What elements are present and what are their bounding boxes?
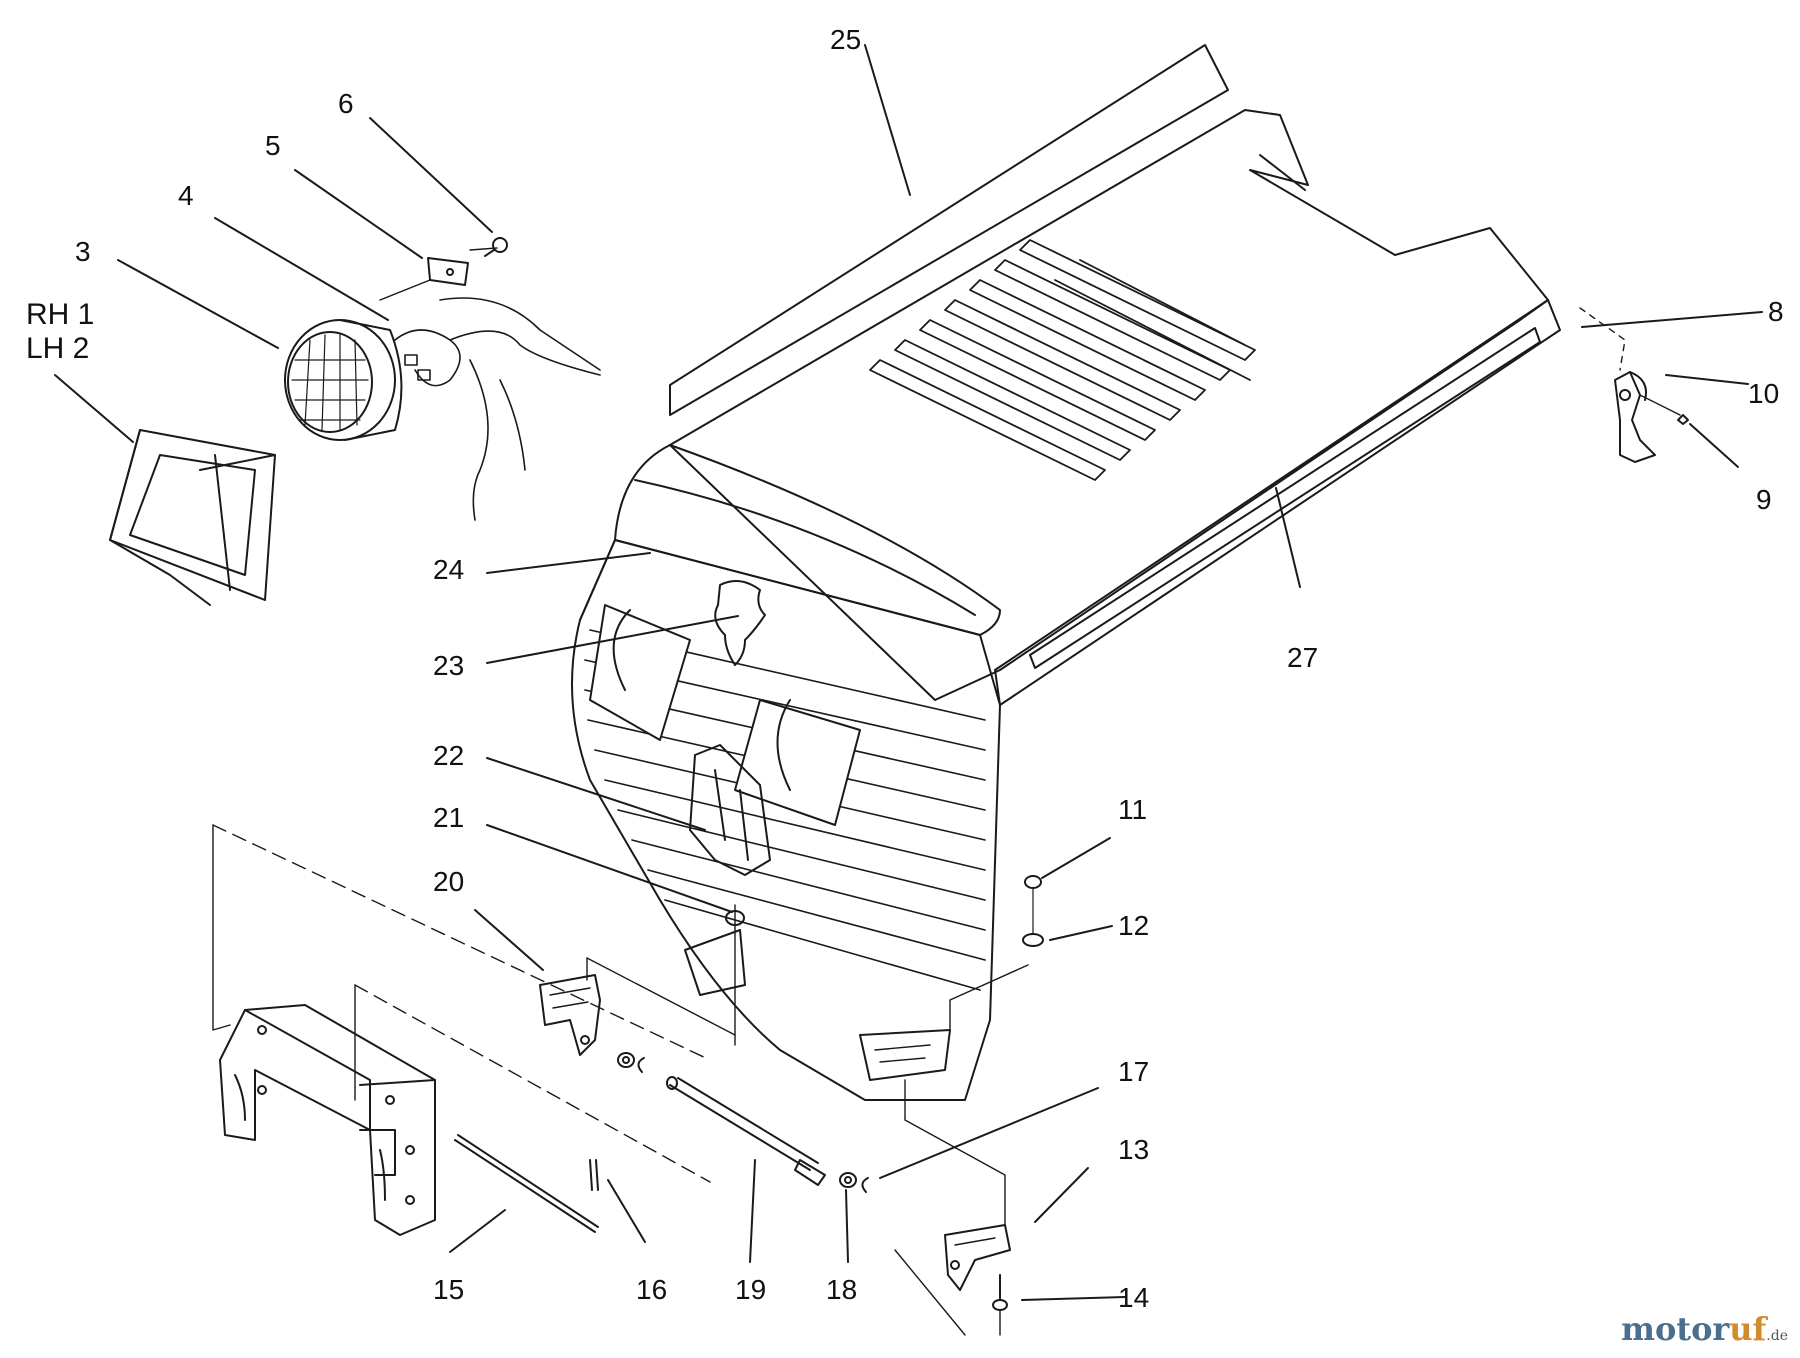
callout-1-2: RH 1 LH 2: [26, 298, 94, 366]
hood-vents: [869, 239, 1256, 481]
callout-13: 13: [1118, 1134, 1150, 1165]
callout-22: 22: [433, 740, 465, 771]
pivot-nut-left: [617, 1052, 645, 1073]
callout-rh1: RH 1: [26, 298, 95, 331]
leader-14: [1021, 1296, 1126, 1301]
callout-18: 18: [826, 1274, 858, 1305]
part-11-nut: [1024, 875, 1042, 889]
callout-3: 3: [75, 236, 91, 267]
leader-8: [1581, 311, 1763, 328]
leader-5: [294, 169, 423, 259]
callout-9: 9: [1756, 484, 1772, 515]
callout-16: 16: [636, 1274, 668, 1305]
part-20-bracket-left: [539, 974, 601, 1056]
leader-22: [486, 757, 706, 831]
part-10-latch: [1614, 371, 1656, 463]
callout-23: 23: [433, 650, 465, 681]
leader-27: [1275, 487, 1301, 588]
leader-9: [1689, 423, 1739, 468]
watermark-tld: .de: [1766, 1328, 1788, 1344]
callout-12: 12: [1118, 910, 1150, 941]
part-6-screw: [484, 237, 508, 257]
watermark-brand-a: motor: [1621, 1310, 1730, 1348]
leader-18: [845, 1189, 849, 1263]
part-21-washer: [684, 904, 746, 1036]
part-18-nut: [839, 1172, 857, 1188]
part-15-rod: [454, 1134, 599, 1233]
callout-6: 6: [338, 88, 354, 119]
callout-25: 25: [830, 24, 862, 55]
leader-15: [449, 1209, 506, 1253]
leader-23: [486, 615, 739, 664]
leader-20: [474, 909, 544, 971]
part-19-pivot-rod: [666, 1076, 826, 1186]
leader-16: [607, 1179, 646, 1243]
part-9-screw: [1677, 414, 1689, 425]
assembly-lines: [212, 247, 1681, 1336]
leader-25: [864, 44, 911, 196]
leader-13: [1034, 1167, 1089, 1223]
callout-10: 10: [1748, 378, 1780, 409]
callout-21: 21: [433, 802, 465, 833]
leader-4: [214, 217, 389, 321]
part-3-headlight: [284, 319, 403, 441]
callout-5: 5: [265, 130, 281, 161]
part-5-clip: [427, 257, 469, 286]
part-14-bolt: [992, 1274, 1008, 1311]
callout-14: 14: [1118, 1282, 1150, 1313]
callout-20: 20: [433, 866, 465, 897]
part-22-bracket: [689, 744, 771, 876]
part-12-washer: [1022, 887, 1044, 947]
callout-11: 11: [1118, 794, 1148, 825]
callout-19: 19: [735, 1274, 767, 1305]
leader-17: [879, 1087, 1099, 1179]
callout-4: 4: [178, 180, 194, 211]
callout-15: 15: [433, 1274, 465, 1305]
callout-27: 27: [1287, 642, 1319, 673]
part-23-emblem: [714, 580, 766, 666]
leader-3: [117, 259, 279, 349]
part-15-support-bracket: [219, 1004, 436, 1236]
callout-17: 17: [1118, 1056, 1150, 1087]
leader-24: [486, 552, 651, 574]
part-25-decal-strip: [669, 44, 1229, 416]
leader-19: [749, 1159, 756, 1263]
leader-11: [1041, 837, 1111, 879]
leader-1-2: [54, 374, 134, 443]
hood: [571, 109, 1561, 1101]
callout-lh2: LH 2: [26, 332, 90, 365]
part-4-wiring-harness: [394, 297, 601, 521]
watermark-brand-b: uf: [1729, 1310, 1767, 1348]
part-1-2-headlight-shroud: [109, 429, 276, 606]
leader-lines: [54, 44, 1763, 1301]
part-16-cotter-pin: [589, 1159, 599, 1191]
leader-6: [369, 117, 493, 233]
callout-24: 24: [433, 554, 465, 585]
leader-12: [1049, 925, 1113, 941]
leader-10: [1665, 374, 1749, 385]
motoruf-watermark: motoruf.de: [1621, 1310, 1788, 1348]
part-17-clip: [861, 1177, 869, 1193]
callout-8: 8: [1768, 296, 1784, 327]
leader-21: [486, 824, 733, 913]
